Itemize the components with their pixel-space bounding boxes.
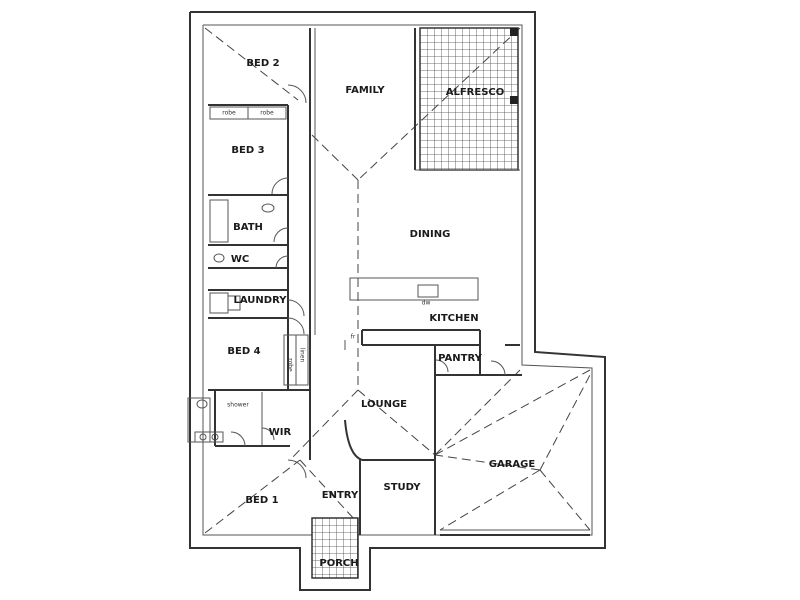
label-fr: fr <box>351 334 356 341</box>
label-bed-4: BED 4 <box>227 346 260 357</box>
label-dining: DINING <box>410 229 451 240</box>
label-robe-bed4: robe <box>287 358 294 372</box>
label-garage: GARAGE <box>489 459 536 470</box>
label-shower: shower <box>227 402 249 409</box>
label-robe-bed2-right: robe <box>260 110 274 117</box>
label-family: FAMILY <box>345 85 385 96</box>
label-porch: PORCH <box>319 558 358 569</box>
label-linen: linen <box>299 348 306 363</box>
label-bath: BATH <box>233 222 263 233</box>
label-robe-bed2-left: robe <box>222 110 236 117</box>
porch-tiles <box>311 517 359 579</box>
label-entry: ENTRY <box>322 490 359 501</box>
label-wir: WIR <box>269 427 292 438</box>
label-pantry: PANTRY <box>438 353 482 364</box>
label-bed-2: BED 2 <box>246 58 279 69</box>
fixtures <box>194 203 346 443</box>
label-wc: WC <box>231 254 249 265</box>
roof-hip-lines <box>204 27 591 534</box>
door-swings <box>230 84 506 479</box>
label-lounge: LOUNGE <box>361 399 407 410</box>
label-laundry: LAUNDRY <box>234 295 288 306</box>
label-bed-3: BED 3 <box>231 145 264 156</box>
label-kitchen: KITCHEN <box>429 313 478 324</box>
label-study: STUDY <box>384 482 422 493</box>
alfresco-tiles <box>419 27 519 171</box>
fixture-labels: robe robe robe linen shower dw fr <box>222 110 430 409</box>
internal-walls <box>187 28 590 536</box>
label-bed-1: BED 1 <box>245 495 278 506</box>
label-alfresco: ALFRESCO <box>446 87 505 98</box>
label-dw: dw <box>422 300 431 307</box>
room-labels: BED 2 FAMILY ALFRESCO BED 3 BATH WC DINI… <box>227 58 535 569</box>
